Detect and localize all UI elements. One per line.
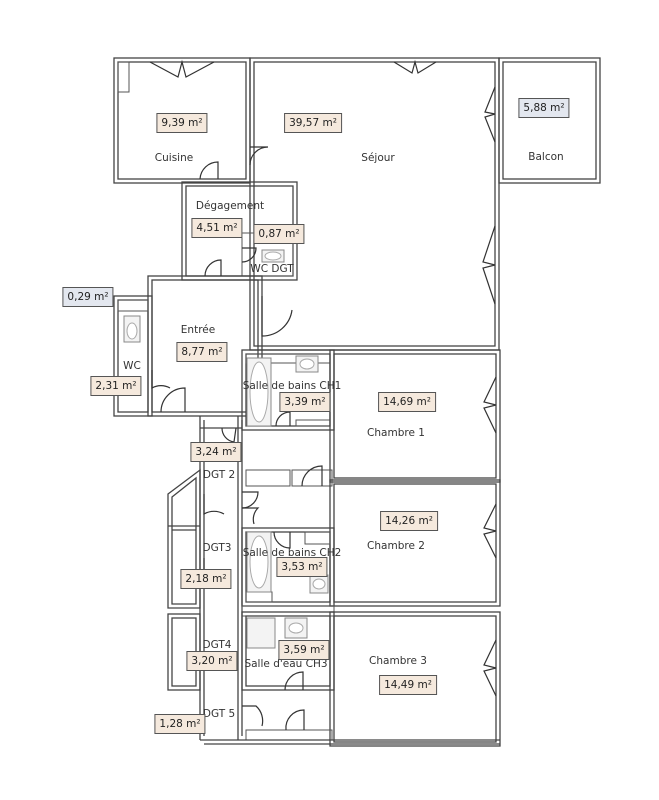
room-label-wc-dgt: WC DGT xyxy=(250,263,294,275)
area-badge-dgt-3: 2,18 m² xyxy=(180,569,232,589)
area-badge-chambre-2: 14,26 m² xyxy=(380,511,438,531)
area-badge-placard-entree: 0,29 m² xyxy=(62,287,114,307)
room-label-sde-ch3: Salle d'eau CH3 xyxy=(244,658,328,670)
area-badge-dgt-5: 1,28 m² xyxy=(154,714,206,734)
room-label-sejour: Séjour xyxy=(361,152,395,164)
room-label-sdb-ch1: Salle de bains CH1 xyxy=(242,380,342,392)
room-label-dgt-5: DGT 5 xyxy=(202,708,236,720)
room-label-cuisine: Cuisine xyxy=(154,152,194,164)
area-badge-wc: 2,31 m² xyxy=(90,376,142,396)
room-label-entree: Entrée xyxy=(180,324,216,336)
area-badge-sde-ch3: 3,59 m² xyxy=(278,640,330,660)
area-badge-chambre-1: 14,69 m² xyxy=(378,392,436,412)
room-label-wc: WC xyxy=(123,360,141,372)
room-label-degagement: Dégagement xyxy=(195,200,265,212)
room-label-chambre-2: Chambre 2 xyxy=(367,540,425,552)
area-badge-dgt-4: 3,20 m² xyxy=(186,651,238,671)
area-badge-balcon: 5,88 m² xyxy=(518,98,570,118)
area-badge-chambre-3: 14,49 m² xyxy=(379,675,437,695)
room-label-chambre-1: Chambre 1 xyxy=(367,427,425,439)
fixtures xyxy=(123,249,329,649)
room-label-sdb-ch2: Salle de bains CH2 xyxy=(242,547,342,559)
room-label-dgt-4: DGT4 xyxy=(202,639,232,651)
room-label-dgt-3: DGT3 xyxy=(202,542,232,554)
room-label-balcon: Balcon xyxy=(528,151,564,163)
room-label-dgt-2: DGT 2 xyxy=(202,469,236,481)
area-badge-sejour: 39,57 m² xyxy=(284,113,342,133)
area-badge-cuisine: 9,39 m² xyxy=(156,113,208,133)
area-badge-sdb-ch1: 3,39 m² xyxy=(279,392,331,412)
area-badge-sdb-ch2: 3,53 m² xyxy=(276,557,328,577)
room-label-chambre-3: Chambre 3 xyxy=(369,655,427,667)
area-badge-entree: 8,77 m² xyxy=(176,342,228,362)
area-badge-degagement: 4,51 m² xyxy=(191,218,243,238)
area-badge-wc-dgt: 0,87 m² xyxy=(253,224,305,244)
windows xyxy=(149,59,497,697)
doors xyxy=(151,146,323,731)
area-badge-dgt-2: 3,24 m² xyxy=(190,442,242,462)
